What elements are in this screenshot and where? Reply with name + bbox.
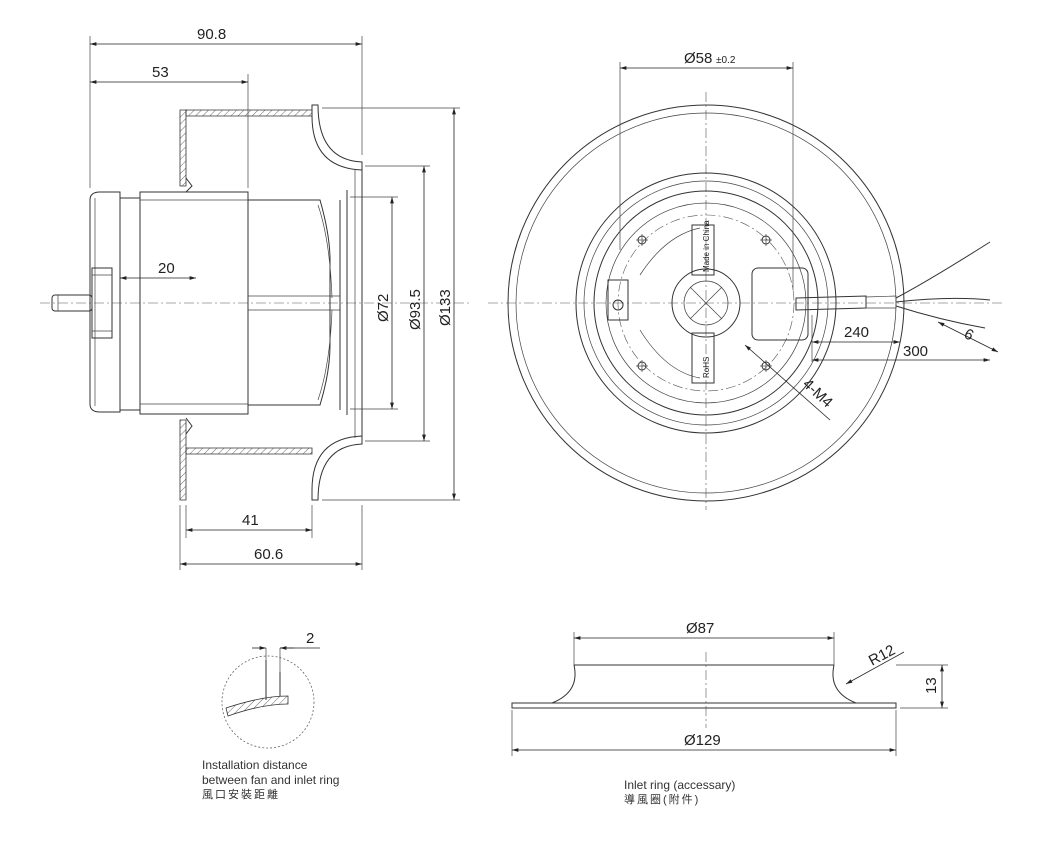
detail-caption-line1: Installation distance (202, 758, 308, 772)
screw-hole (636, 360, 648, 372)
ring-caption: Inlet ring (accessary) 導風圈(附件) (624, 778, 735, 808)
dim-shaft-offset: 20 (158, 260, 175, 277)
side-view: 90.8 53 20 41 60.6 Ø72 Ø93.5 Ø133 (40, 26, 470, 570)
ring-caption-line1: Inlet ring (accessary) (624, 778, 736, 792)
dim-ring-total: 60.6 (254, 546, 283, 563)
dim-dia-outer: Ø133 (437, 289, 454, 326)
dim-strip-6: 6 (961, 325, 976, 344)
dim-lead-300: 300 (903, 343, 928, 360)
detail-caption-line2: between fan and inlet ring (202, 773, 340, 787)
dim-ring-top: Ø87 (686, 620, 714, 637)
inlet-ring-view: Ø87 Ø129 R12 13 (511, 620, 948, 756)
dim-ring-bottom: Ø129 (684, 732, 721, 749)
detail-caption: Installation distance between fan and in… (202, 758, 339, 803)
dim-lead-240: 240 (844, 324, 869, 341)
installation-detail: 2 (221, 630, 320, 749)
ring-caption-cn: 導風圈(附件) (624, 794, 701, 806)
dim-ring-height: 13 (923, 677, 940, 694)
dim-center-tol: ±0.2 (716, 55, 736, 66)
front-view: Made in China RoHS Ø58 ±0.2 240 300 6 4-… (488, 50, 1005, 510)
label-made-in: Made in China (702, 220, 711, 272)
dim-dia-middle: Ø93.5 (407, 289, 424, 330)
dim-dia-inner: Ø72 (375, 294, 392, 322)
dim-overall-length: 90.8 (197, 26, 226, 43)
dim-gap: 2 (306, 630, 314, 647)
dim-motor-length: 53 (152, 64, 169, 81)
dim-center-dia: Ø58 (684, 50, 712, 67)
screw-hole (636, 234, 648, 246)
dim-ring-to-flange: 41 (242, 512, 259, 529)
screw-hole (760, 234, 772, 246)
screw-callout: 4-M4 (799, 375, 836, 411)
detail-caption-cn: 風口安裝距離 (202, 789, 280, 801)
dim-ring-radius: R12 (866, 642, 898, 670)
label-rohs: RoHS (702, 357, 711, 378)
screw-hole (760, 360, 772, 372)
